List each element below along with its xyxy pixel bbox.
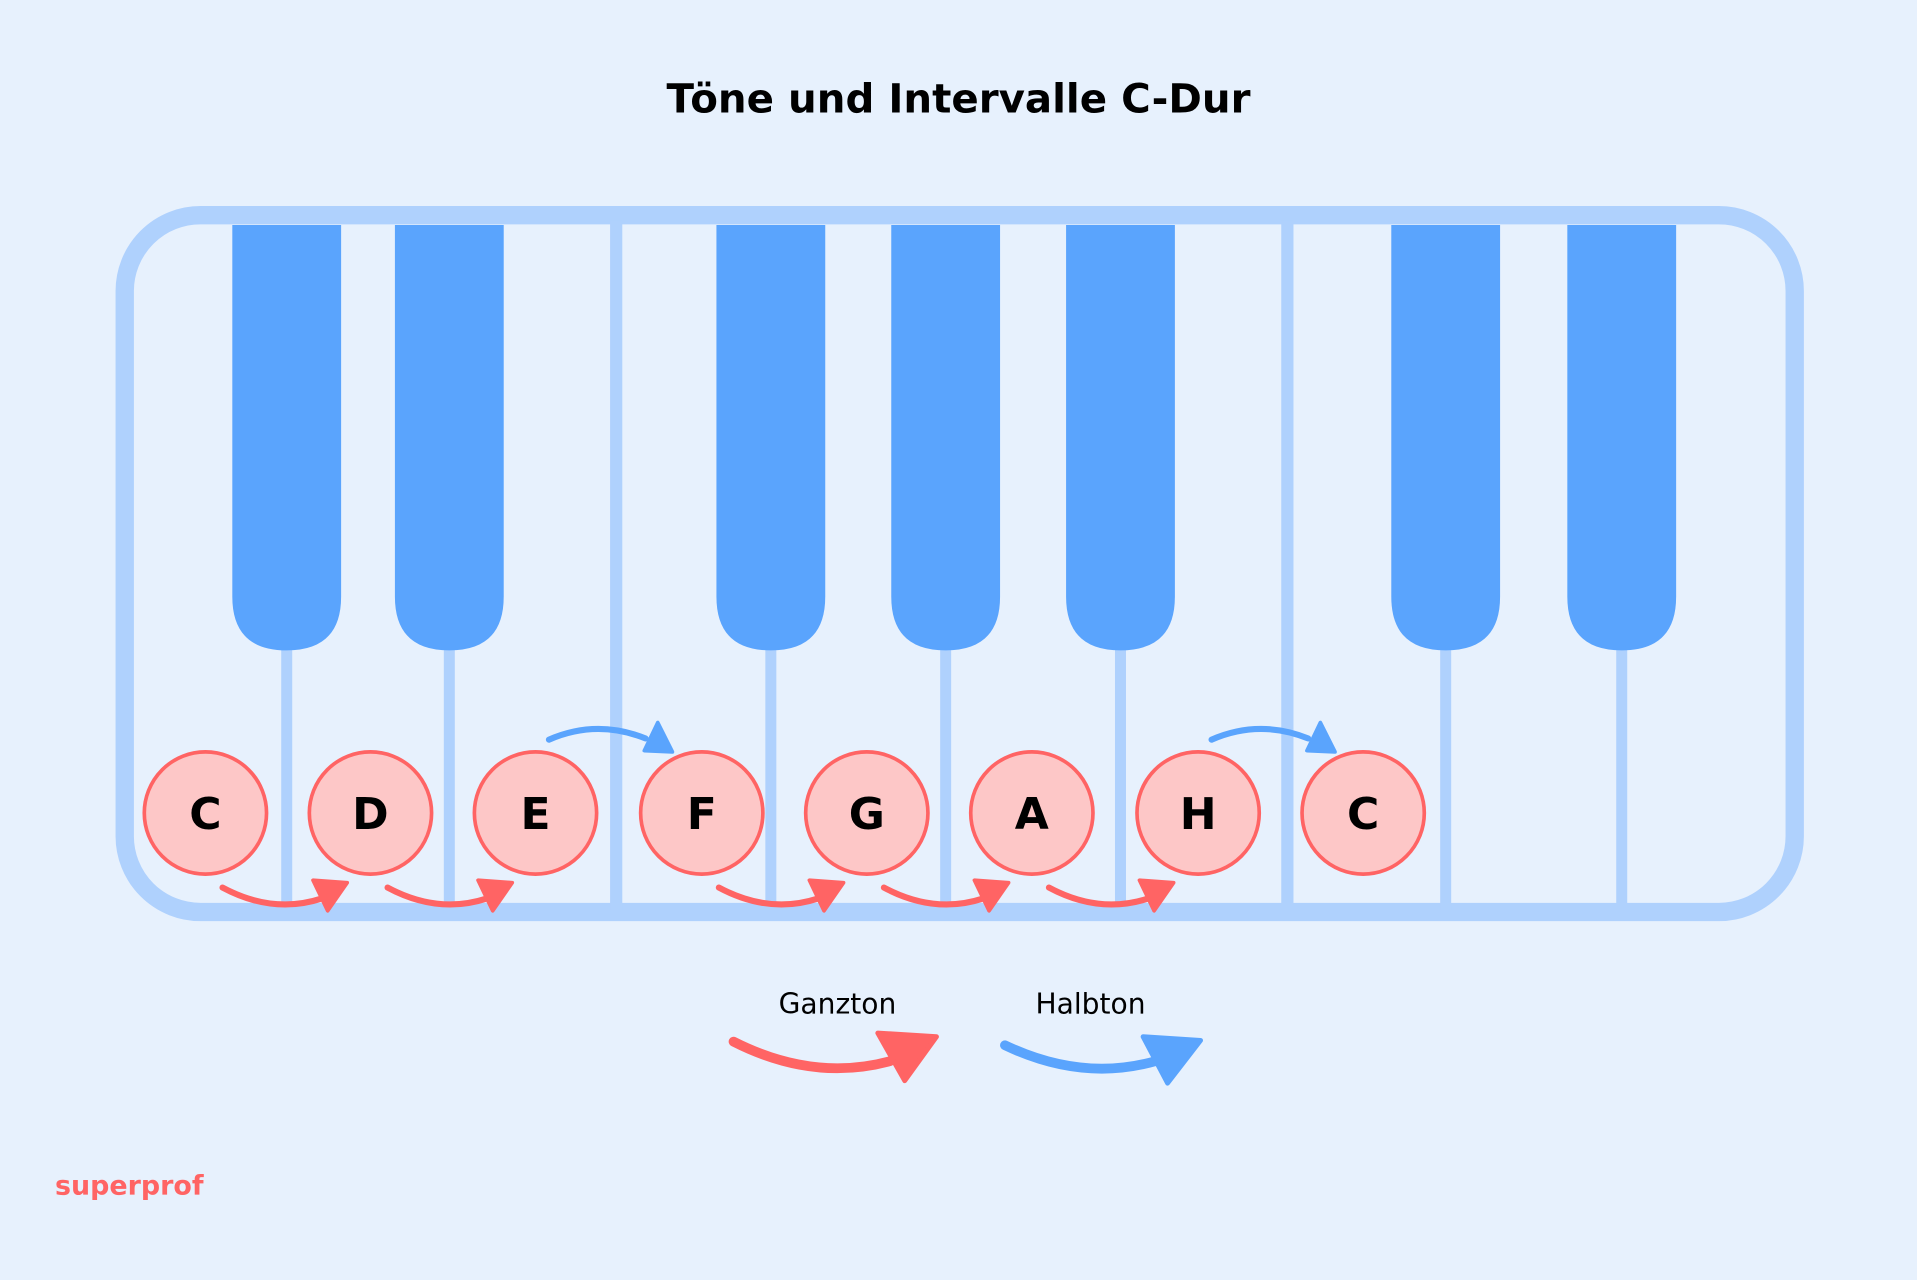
note-label: C [1347, 789, 1379, 840]
legend-ganzton-label: Ganzton [779, 987, 897, 1020]
ganzton-arrow-icon [880, 878, 1011, 913]
note-circle [1300, 750, 1427, 876]
note-label: A [1015, 789, 1049, 840]
ganzton-arrow-icon [384, 878, 515, 913]
key-stem [765, 635, 777, 911]
ganzton-arrow-icon [715, 878, 846, 913]
note-circle [968, 750, 1095, 876]
key-stem [443, 635, 455, 911]
note-circle [142, 750, 269, 876]
black-key[interactable] [1567, 224, 1677, 651]
note-label: C [189, 789, 221, 840]
legend-ganzton-arrow-icon [728, 1030, 939, 1084]
legend-halbton-arrow-icon [1000, 1034, 1204, 1086]
note-label: E [520, 789, 550, 840]
key-separator [610, 220, 623, 911]
black-key[interactable] [1391, 224, 1501, 651]
note-circle [803, 750, 930, 876]
legend-halbton-label: Halbton [1036, 987, 1146, 1020]
note-e: E [472, 750, 599, 876]
note-h: H [1135, 750, 1262, 876]
note-c: C [142, 750, 269, 876]
note-label: D [352, 789, 389, 840]
superprof-logo: superprof [55, 1170, 204, 1201]
ganzton-arrow-icon [219, 878, 350, 913]
note-circle [307, 750, 434, 876]
key-stem [1114, 635, 1126, 911]
black-key[interactable] [891, 224, 1001, 651]
note-label: G [849, 789, 885, 840]
key-separator [1281, 220, 1294, 911]
black-keys [232, 224, 1677, 911]
note-f: F [638, 750, 765, 876]
key-stem [1616, 635, 1628, 911]
interval-arrows [219, 720, 1337, 913]
note-a: A [968, 750, 1095, 876]
key-stem [940, 635, 952, 911]
ganzton-arrow-icon [1045, 878, 1176, 913]
note-circle [638, 750, 765, 876]
note-label: H [1180, 789, 1217, 840]
note-d: D [307, 750, 434, 876]
keyboard-frame [115, 205, 1804, 922]
black-key[interactable] [232, 224, 342, 651]
key-stem [1440, 635, 1452, 911]
diagram-title: Töne und Intervalle C-Dur [667, 75, 1251, 122]
halbton-arrow-icon [1208, 720, 1337, 754]
halbton-arrow-icon [545, 720, 675, 754]
black-key[interactable] [1066, 224, 1175, 651]
note-g: G [803, 750, 930, 876]
note-c: C [1300, 750, 1427, 876]
note-label: F [687, 789, 717, 840]
black-key[interactable] [394, 224, 504, 651]
note-circle [472, 750, 599, 876]
key-stem [281, 635, 293, 911]
note-circle [1135, 750, 1262, 876]
black-key[interactable] [716, 224, 826, 651]
